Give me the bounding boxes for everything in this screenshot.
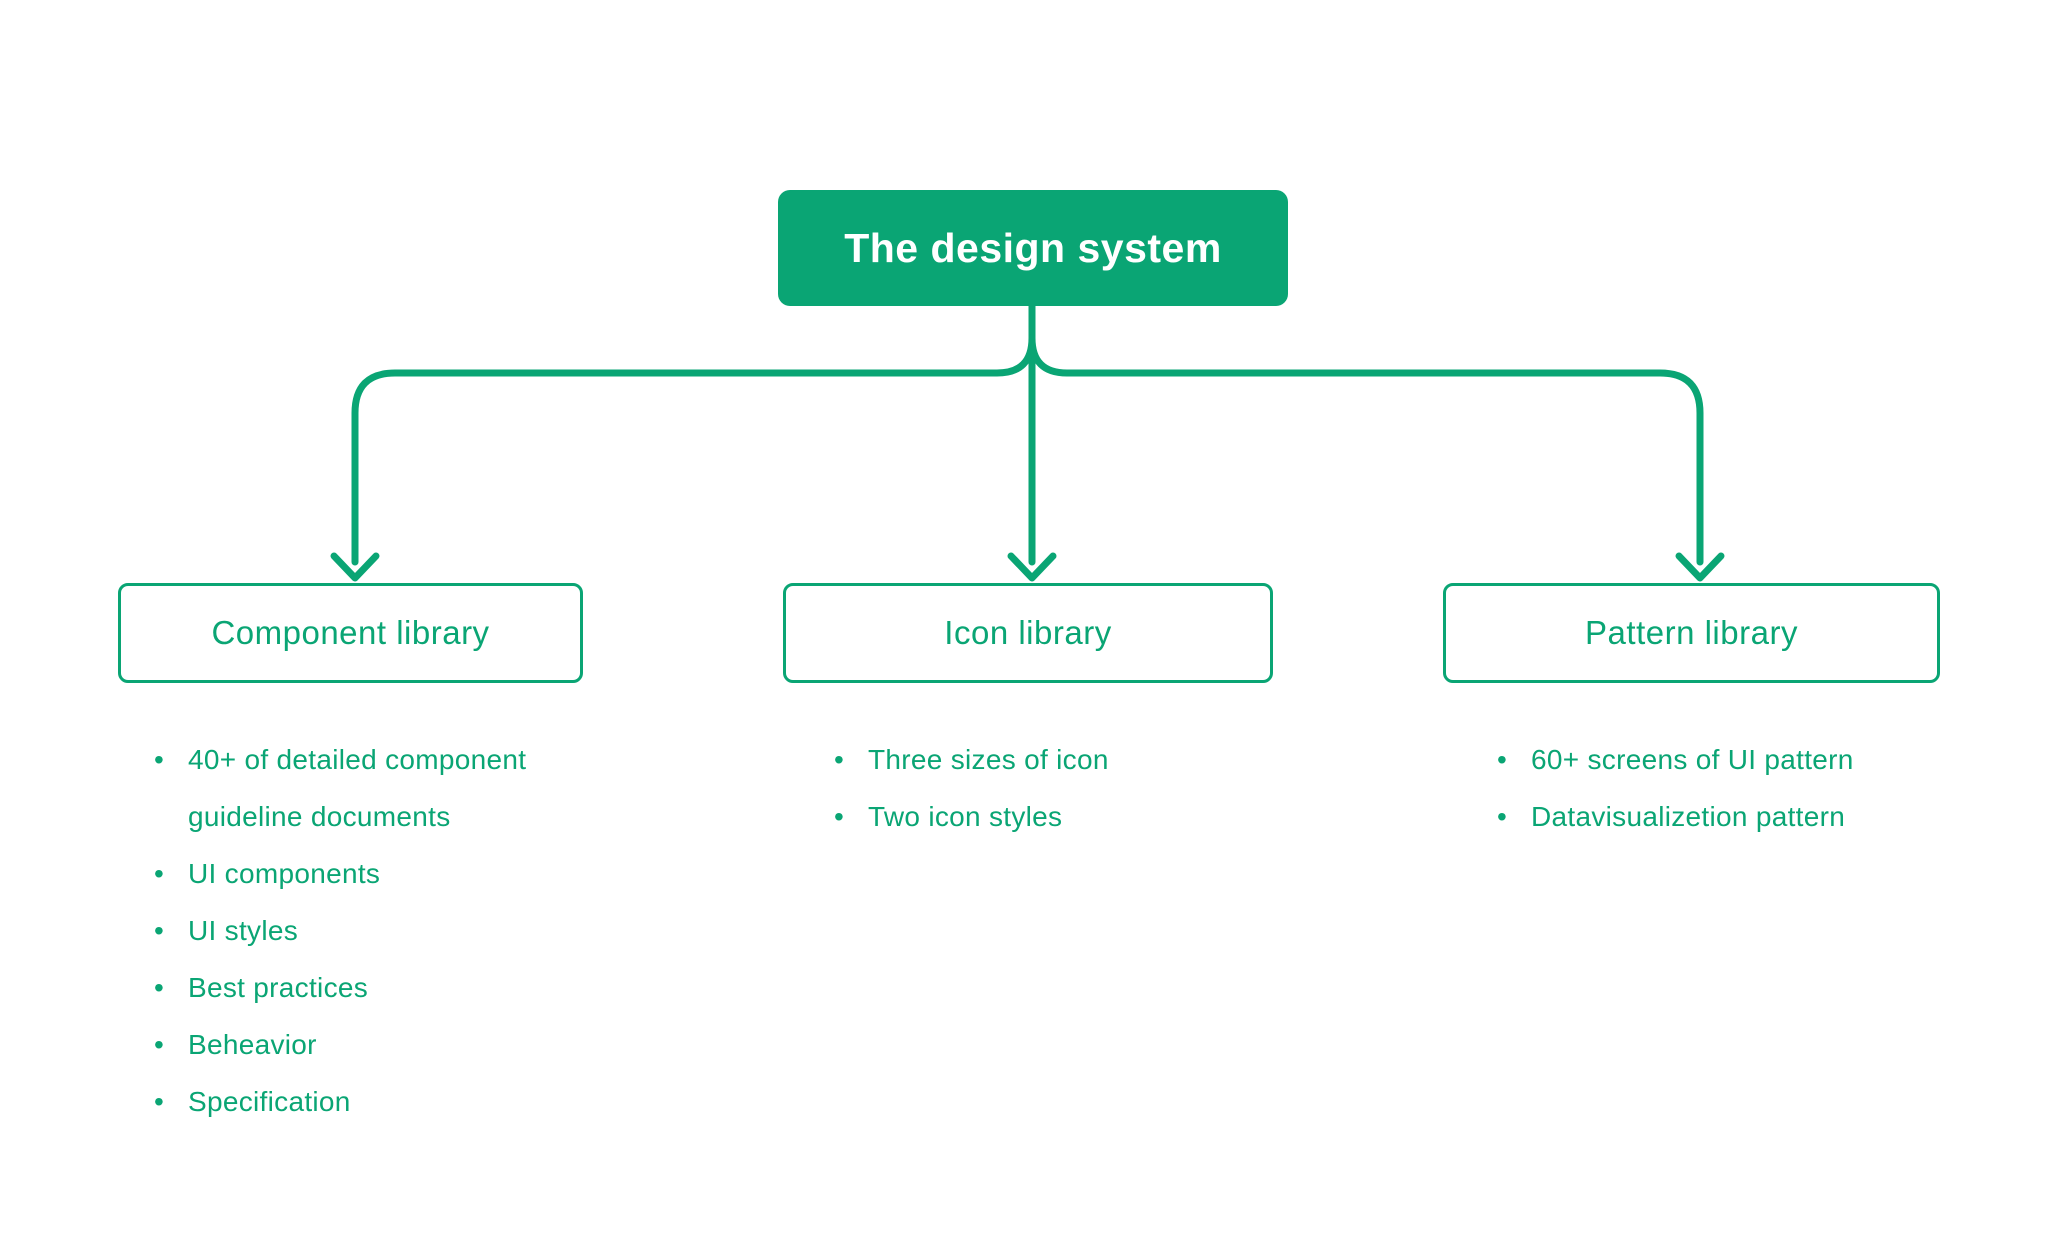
branch-node-pattern-library: Pattern library [1443, 583, 1940, 683]
list-item: 40+ of detailed component guideline docu… [152, 731, 582, 845]
list-item: Datavisualizetion pattern [1495, 788, 1965, 845]
list-item: Three sizes of icon [832, 731, 1262, 788]
connector-branch-left [351, 334, 1036, 566]
list-item: Beheavior [152, 1016, 582, 1073]
arrowhead-left [330, 552, 380, 582]
list-item: Specification [152, 1073, 582, 1130]
icon-library-bullet-list: Three sizes of iconTwo icon styles [832, 731, 1262, 845]
list-item: Best practices [152, 959, 582, 1016]
root-node-design-system: The design system [778, 190, 1288, 306]
list-item: 60+ screens of UI pattern [1495, 731, 1965, 788]
branch-node-label: Icon library [944, 614, 1112, 651]
branch-node-label: Pattern library [1585, 614, 1798, 651]
list-item: UI styles [152, 902, 582, 959]
root-node-label: The design system [844, 224, 1222, 271]
arrowhead-right [1675, 552, 1725, 582]
list-item: Two icon styles [832, 788, 1262, 845]
list-item: UI components [152, 845, 582, 902]
connector-branch-right [1028, 334, 1704, 566]
component-library-bullet-list: 40+ of detailed component guideline docu… [152, 731, 582, 1130]
arrowhead-center [1007, 552, 1057, 582]
pattern-library-bullet-list: 60+ screens of UI patternDatavisualizeti… [1495, 731, 1965, 845]
branch-node-icon-library: Icon library [783, 583, 1273, 683]
branch-node-component-library: Component library [118, 583, 583, 683]
branch-node-label: Component library [211, 614, 490, 651]
